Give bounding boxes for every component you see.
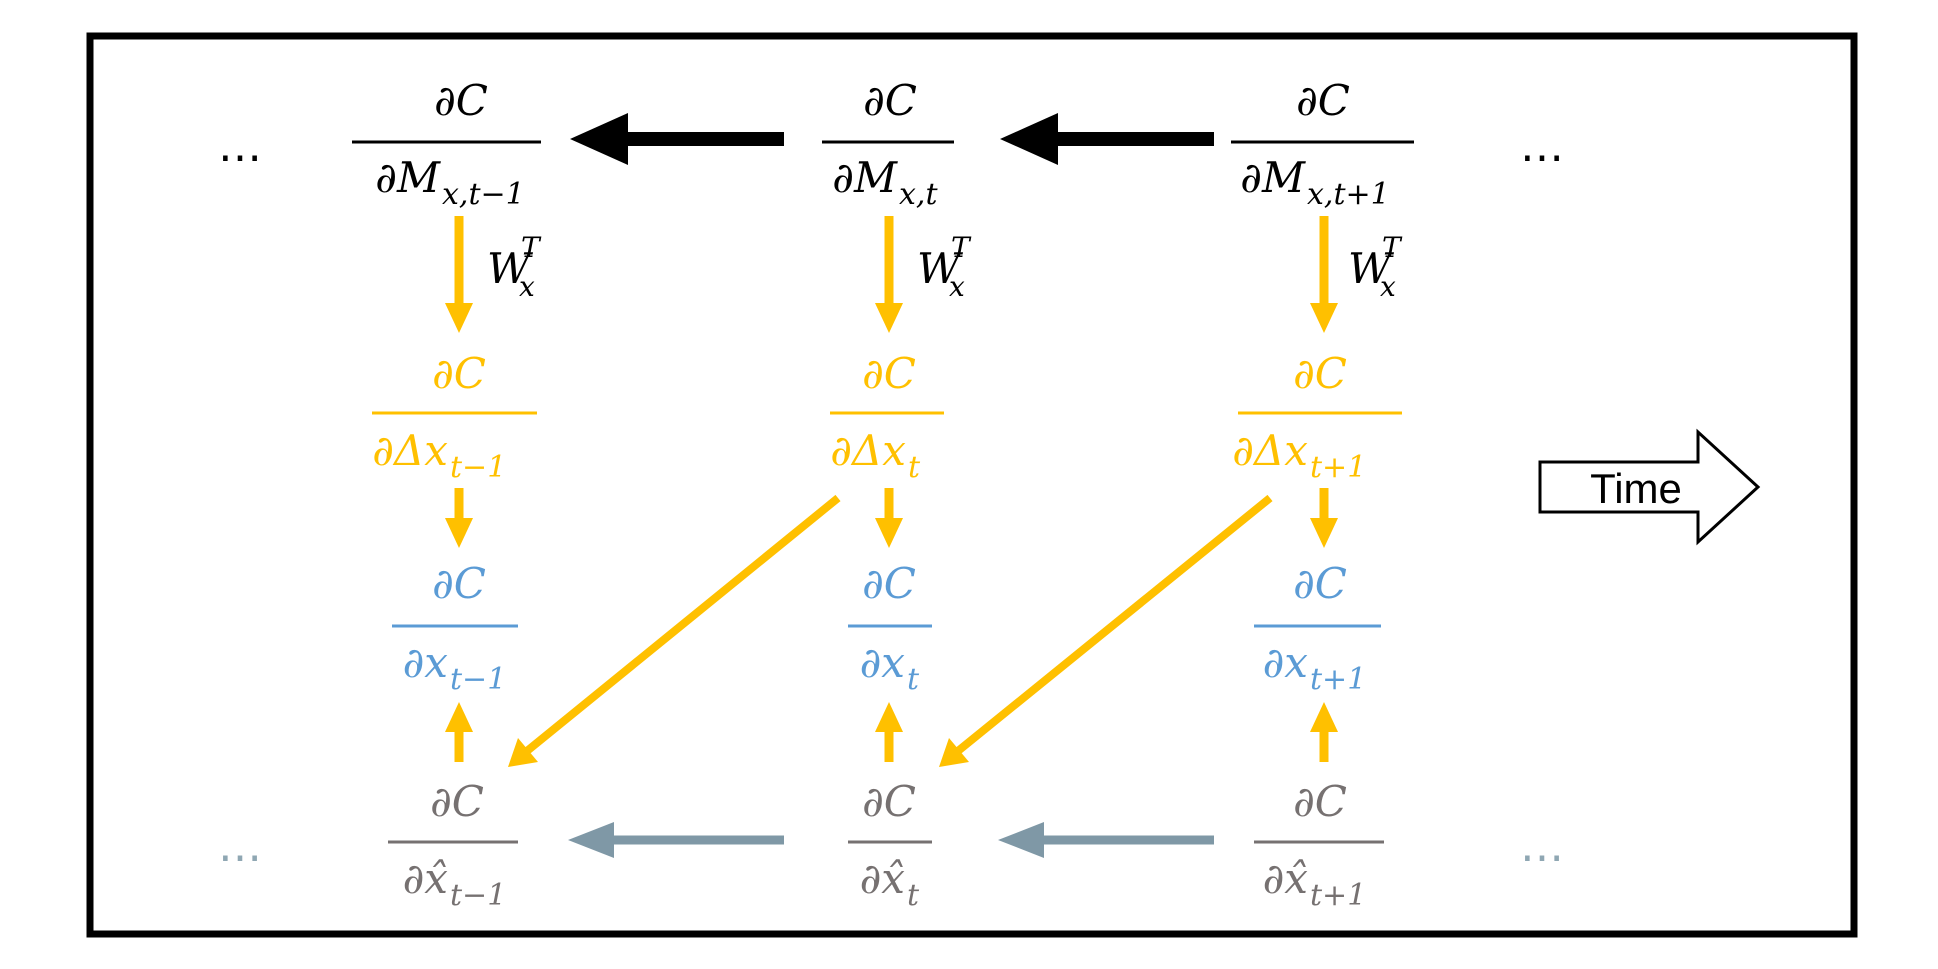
svg-text:W: W — [487, 244, 534, 293]
frac-dC-dxhat-t-minus-1: ∂C ∂x̂ t−1 — [388, 777, 518, 913]
svg-text:∂C: ∂C — [432, 559, 486, 608]
arrow-yellow-diagonal-t-to-xhat-t-minus-1 — [508, 494, 841, 767]
arrow-yellow-down-col-3 — [1310, 488, 1338, 548]
label-W-col-1: W x T — [487, 231, 542, 303]
svg-text:∂Δx: ∂Δx — [830, 426, 906, 475]
svg-text:t+1: t+1 — [1310, 662, 1366, 697]
svg-text:∂x̂: ∂x̂ — [403, 854, 449, 903]
time-arrow: Time — [1538, 428, 1761, 546]
svg-text:⋯: ⋯ — [1520, 132, 1564, 183]
svg-text:x: x — [519, 270, 535, 303]
svg-text:∂C: ∂C — [1293, 559, 1347, 608]
time-label: Time — [1590, 465, 1682, 512]
svg-text:∂Δx: ∂Δx — [372, 426, 448, 475]
svg-text:∂x̂: ∂x̂ — [1263, 854, 1309, 903]
svg-text:∂x: ∂x — [403, 638, 449, 687]
svg-text:x: x — [949, 270, 965, 303]
svg-text:∂C: ∂C — [1293, 349, 1347, 398]
svg-text:∂C: ∂C — [430, 777, 484, 826]
arrow-yellow-down-col-1 — [445, 488, 473, 548]
svg-text:∂C: ∂C — [862, 559, 916, 608]
label-W-col-2: W x T — [917, 231, 972, 303]
arrow-yellow-up-col-1 — [445, 702, 473, 762]
ellipsis-bottom-left: ⋯ — [218, 832, 262, 883]
ellipsis-bottom-right: ⋯ — [1520, 832, 1564, 883]
svg-text:∂C: ∂C — [862, 349, 916, 398]
svg-text:t−1: t−1 — [450, 662, 506, 697]
frac-dC-dDx-t-plus-1: ∂C ∂Δx t+1 — [1232, 349, 1402, 485]
svg-text:x: x — [1380, 270, 1396, 303]
svg-text:t: t — [908, 450, 921, 485]
svg-text:⋯: ⋯ — [218, 832, 262, 883]
arrow-yellow-down-col-2 — [875, 488, 903, 548]
svg-text:⋯: ⋯ — [1520, 832, 1564, 883]
svg-text:W: W — [917, 244, 964, 293]
svg-text:∂C: ∂C — [862, 777, 916, 826]
frac-dC-dx-t-plus-1: ∂C ∂x t+1 — [1254, 559, 1381, 697]
svg-text:t: t — [907, 878, 920, 913]
arrow-steel-t-plus-1-to-t — [998, 822, 1214, 858]
svg-text:∂x: ∂x — [860, 638, 906, 687]
arrow-yellow-W-col-2 — [875, 216, 903, 333]
svg-text:⋯: ⋯ — [218, 132, 262, 183]
svg-text:∂C: ∂C — [1293, 777, 1347, 826]
svg-text:T: T — [1382, 231, 1403, 264]
arrow-black-t-to-t-minus-1 — [570, 113, 784, 165]
frac-dC-dDx-t-minus-1: ∂C ∂Δx t−1 — [372, 349, 537, 485]
arrow-black-t-plus-1-to-t — [1000, 113, 1214, 165]
frac-dC-dx-t: ∂C ∂x t — [848, 559, 932, 697]
svg-text:t−1: t−1 — [450, 450, 506, 485]
svg-text:x,t+1: x,t+1 — [1307, 177, 1390, 212]
svg-text:∂C: ∂C — [432, 349, 486, 398]
svg-text:x,t: x,t — [899, 177, 938, 212]
svg-text:∂C: ∂C — [863, 76, 917, 125]
arrow-yellow-up-col-2 — [875, 702, 903, 762]
svg-text:T: T — [521, 231, 542, 264]
frac-dC-dxhat-t-plus-1: ∂C ∂x̂ t+1 — [1254, 777, 1384, 913]
svg-text:t+1: t+1 — [1310, 450, 1366, 485]
svg-text:∂C: ∂C — [434, 76, 488, 125]
frac-dC-dM-t-plus-1: ∂C ∂M x,t+1 — [1231, 76, 1414, 212]
svg-text:∂Δx: ∂Δx — [1232, 426, 1308, 475]
ellipsis-top-right: ⋯ — [1520, 132, 1564, 183]
arrow-yellow-diagonal-t-plus-1-to-xhat-t — [939, 494, 1273, 767]
ellipsis-top-left: ⋯ — [218, 132, 262, 183]
svg-text:∂x̂: ∂x̂ — [860, 854, 906, 903]
svg-text:∂M: ∂M — [375, 153, 441, 202]
arrow-steel-t-to-t-minus-1 — [568, 822, 784, 858]
arrow-yellow-W-col-3 — [1310, 216, 1338, 333]
frac-dC-dM-t-minus-1: ∂C ∂M x,t−1 — [352, 76, 541, 212]
svg-text:t−1: t−1 — [450, 878, 506, 913]
svg-text:t+1: t+1 — [1310, 878, 1366, 913]
svg-text:x,t−1: x,t−1 — [442, 177, 525, 212]
arrow-yellow-W-col-1 — [445, 216, 473, 333]
frac-dC-dDx-t: ∂C ∂Δx t — [830, 349, 944, 485]
arrow-yellow-up-col-3 — [1310, 702, 1338, 762]
frac-dC-dM-t: ∂C ∂M x,t — [822, 76, 954, 212]
label-W-col-3: W x T — [1348, 231, 1403, 303]
svg-text:∂M: ∂M — [832, 153, 898, 202]
svg-text:T: T — [951, 231, 972, 264]
diagram-frame — [86, 32, 1858, 938]
frac-dC-dx-t-minus-1: ∂C ∂x t−1 — [392, 559, 518, 697]
svg-text:∂C: ∂C — [1296, 76, 1350, 125]
svg-text:∂M: ∂M — [1240, 153, 1306, 202]
svg-text:W: W — [1348, 244, 1395, 293]
svg-text:∂x: ∂x — [1263, 638, 1309, 687]
frac-dC-dxhat-t: ∂C ∂x̂ t — [848, 777, 932, 913]
svg-text:t: t — [907, 662, 920, 697]
